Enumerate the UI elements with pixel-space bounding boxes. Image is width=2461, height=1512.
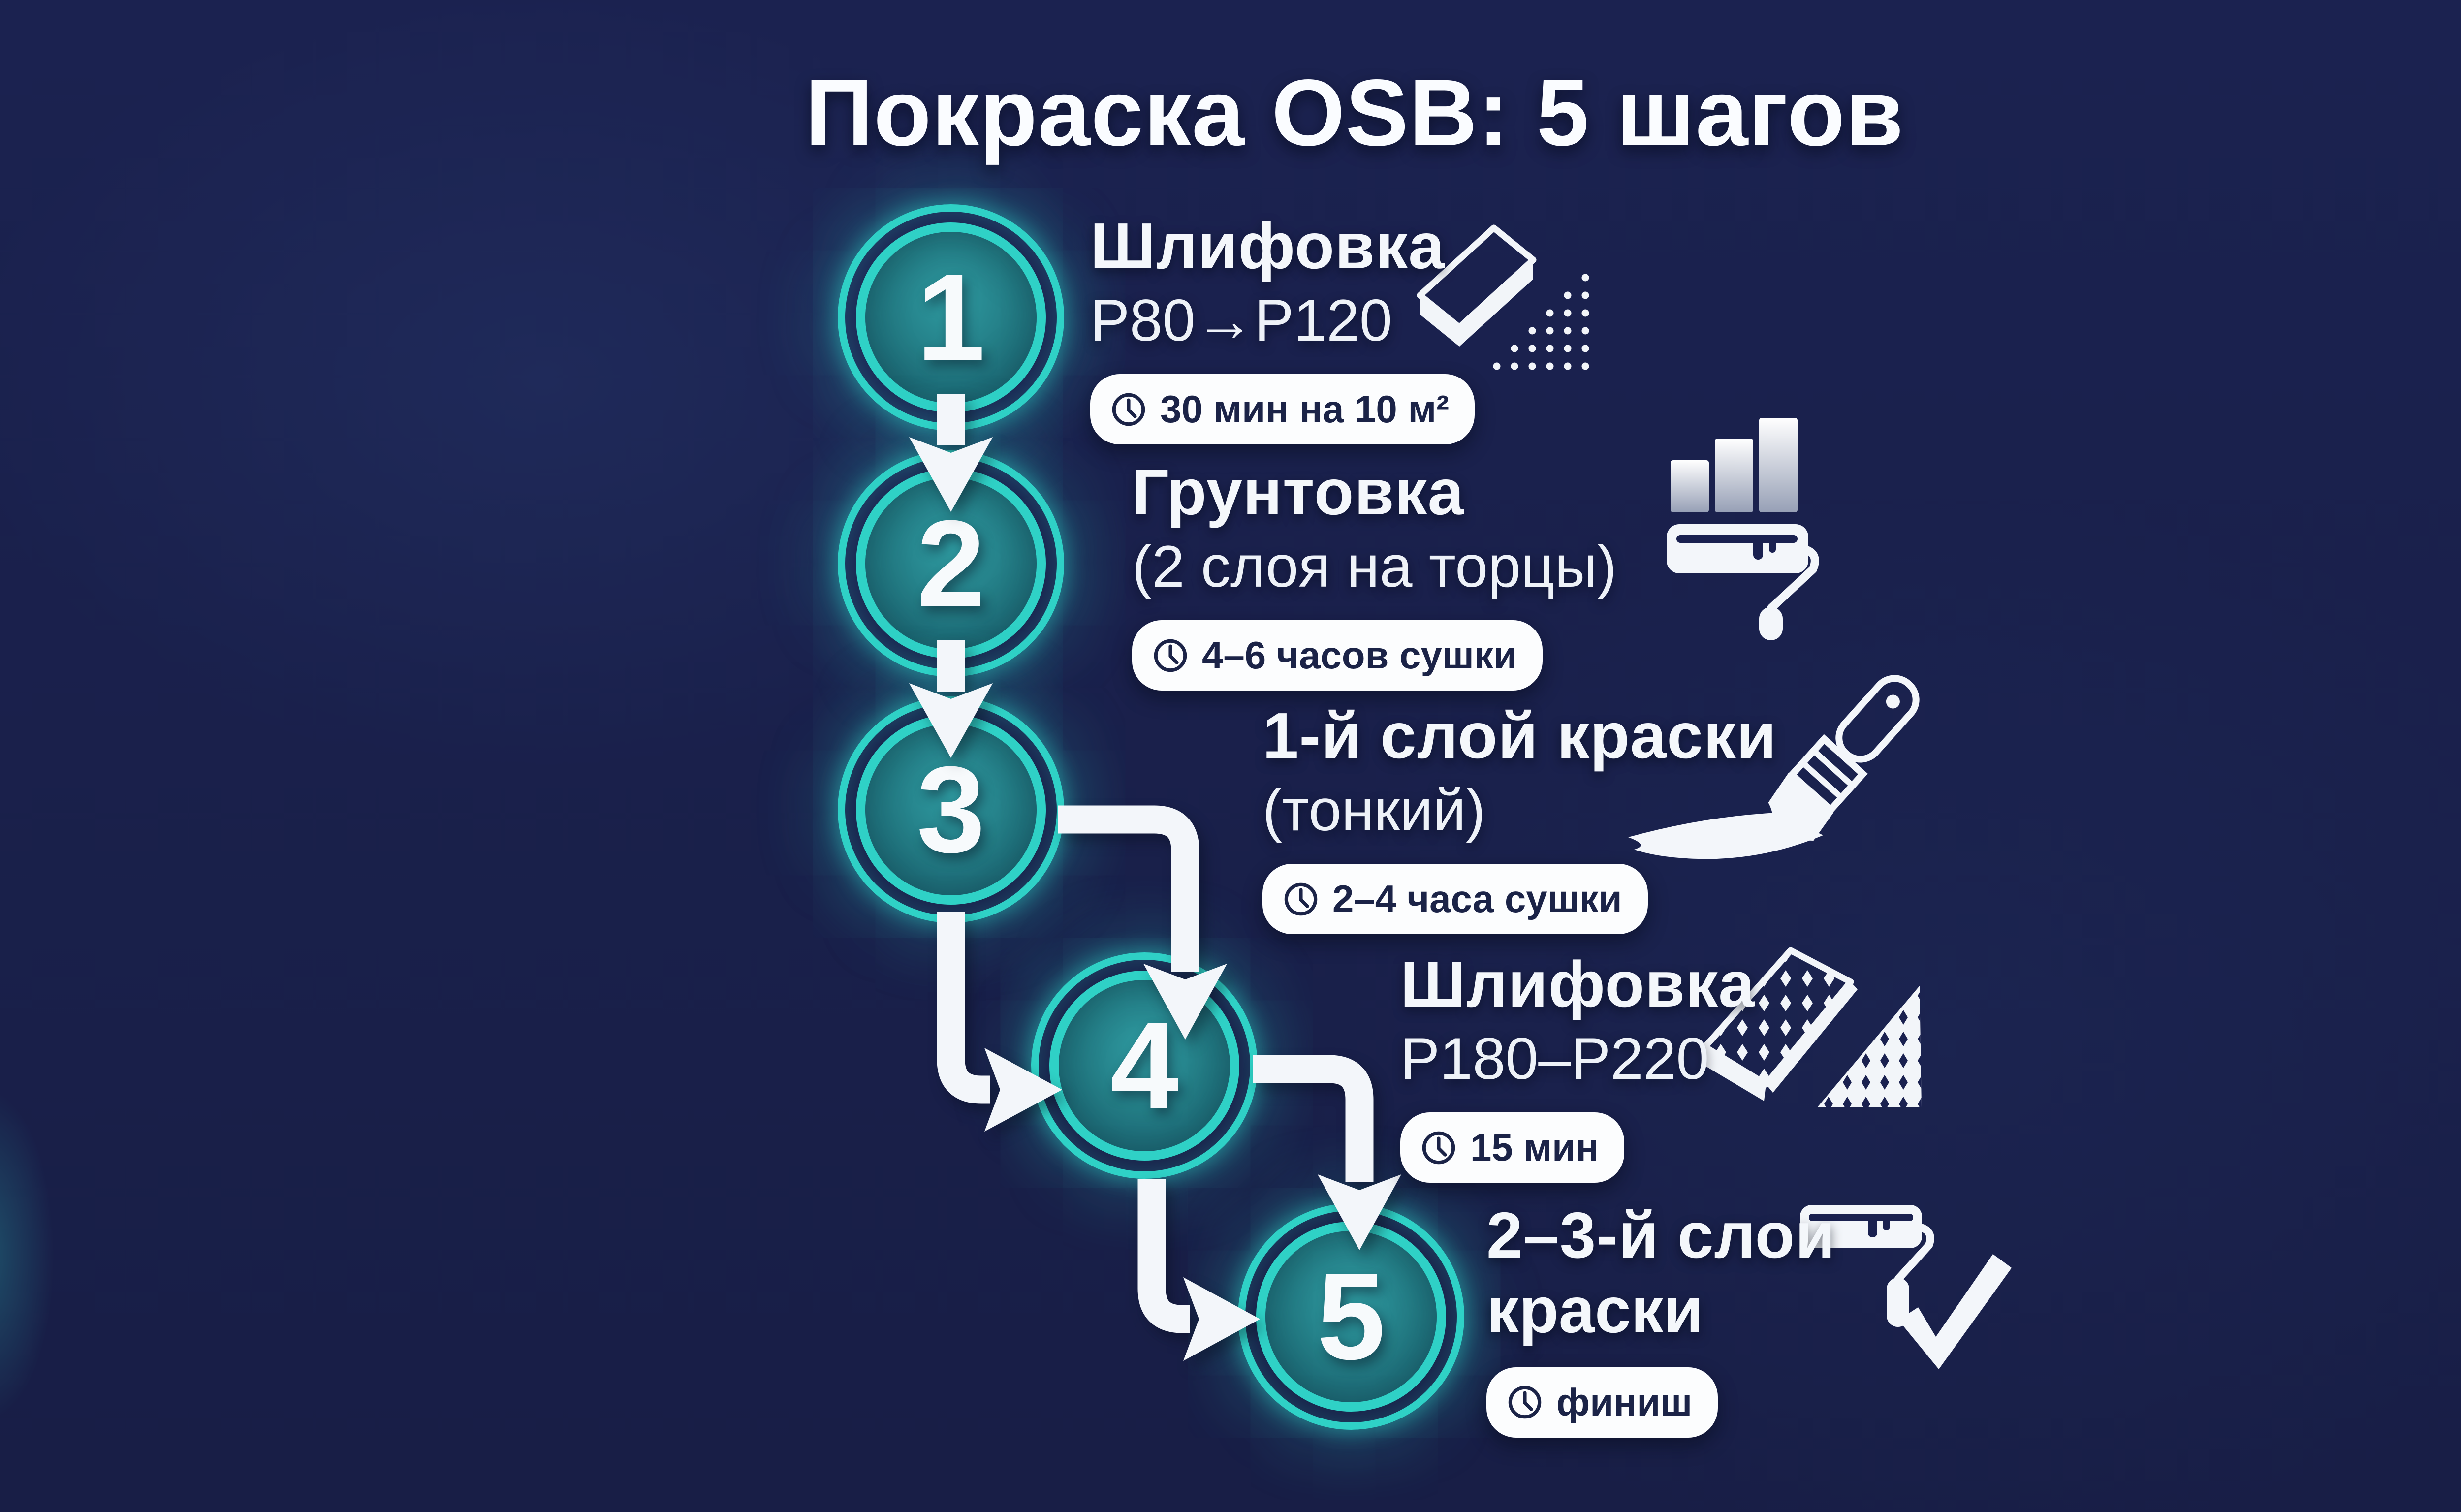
clock-icon: [1508, 1386, 1542, 1419]
page-title: Покраска OSB: 5 шагов: [805, 60, 1904, 165]
arrowhead: [1318, 1174, 1401, 1250]
clock-icon: [1422, 1131, 1455, 1165]
step-5-time-badge: финиш: [1486, 1367, 1718, 1438]
sanding-block-icon: [1403, 219, 1600, 381]
step-4-text: Шлифовка P180–P220 15 мин: [1400, 947, 1755, 1183]
step-2-subtitle: (2 слоя на торцы): [1132, 534, 1617, 600]
clock-icon: [1112, 393, 1145, 426]
step-number: 3: [916, 741, 985, 878]
arrowhead: [909, 683, 993, 758]
arrow-3-4-right: [1058, 805, 1199, 972]
step-1-text: Шлифовка P80→P120 30 мин на 10 м²: [1090, 209, 1475, 445]
arrow-4-5-down: [1137, 1179, 1190, 1333]
step-1-title: Шлифовка: [1090, 210, 1445, 282]
step-4-time-badge: 15 мин: [1400, 1112, 1625, 1183]
step-number: 1: [916, 249, 985, 386]
step-3-time-badge: 2–4 часа сушки: [1262, 864, 1648, 935]
step-3-text: 1-й слой краски (тонкий) 2–4 часа сушки: [1262, 699, 1777, 935]
arrowhead: [909, 437, 993, 512]
step-4-title: Шлифовка: [1400, 948, 1755, 1020]
step-5-text: 2–3-й слои краски финиш: [1486, 1198, 1835, 1438]
clock-icon: [1284, 882, 1318, 916]
step-1-time-badge: 30 мин на 10 м²: [1090, 374, 1475, 445]
step-3-subtitle: (тонкий): [1262, 777, 1486, 844]
step-circle-1: 1: [838, 204, 1064, 431]
arrow-3-4-down: [937, 912, 990, 1104]
step-number: 2: [916, 495, 985, 632]
paint-brush-icon: [1614, 675, 1925, 869]
sanding-sponge-icon: [1688, 943, 1925, 1115]
clock-icon: [1154, 639, 1187, 672]
arrow-4-5-right: [1253, 1055, 1374, 1182]
step-4-subtitle: P180–P220: [1400, 1026, 1709, 1092]
step-1-badge-label: 30 мин на 10 м²: [1160, 387, 1450, 431]
step-5-badge-label: финиш: [1556, 1380, 1693, 1424]
step-5-title: 2–3-й слои: [1486, 1199, 1836, 1271]
step-2-text: Грунтовка (2 слоя на торцы) 4–6 часов су…: [1132, 455, 1617, 691]
step-2-time-badge: 4–6 часов сушки: [1132, 620, 1543, 691]
step-1-subtitle: P80→P120: [1090, 287, 1392, 354]
step-2-title: Грунтовка: [1132, 456, 1464, 528]
paint-roller-check-icon: [1794, 1196, 2020, 1373]
step-3-title: 1-й слой краски: [1262, 699, 1777, 772]
step-4-badge-label: 15 мин: [1470, 1126, 1599, 1169]
step-number: 4: [1110, 997, 1179, 1134]
arrowhead: [984, 1048, 1062, 1132]
step-5-subtitle: краски: [1486, 1274, 1704, 1347]
step-2-badge-label: 4–6 часов сушки: [1202, 633, 1517, 677]
arrowhead: [1183, 1277, 1260, 1361]
step-3-badge-label: 2–4 часа сушки: [1332, 877, 1622, 921]
arrowhead: [1143, 964, 1227, 1040]
paint-roller-icon: [1664, 411, 1819, 642]
step-number: 5: [1317, 1248, 1386, 1385]
